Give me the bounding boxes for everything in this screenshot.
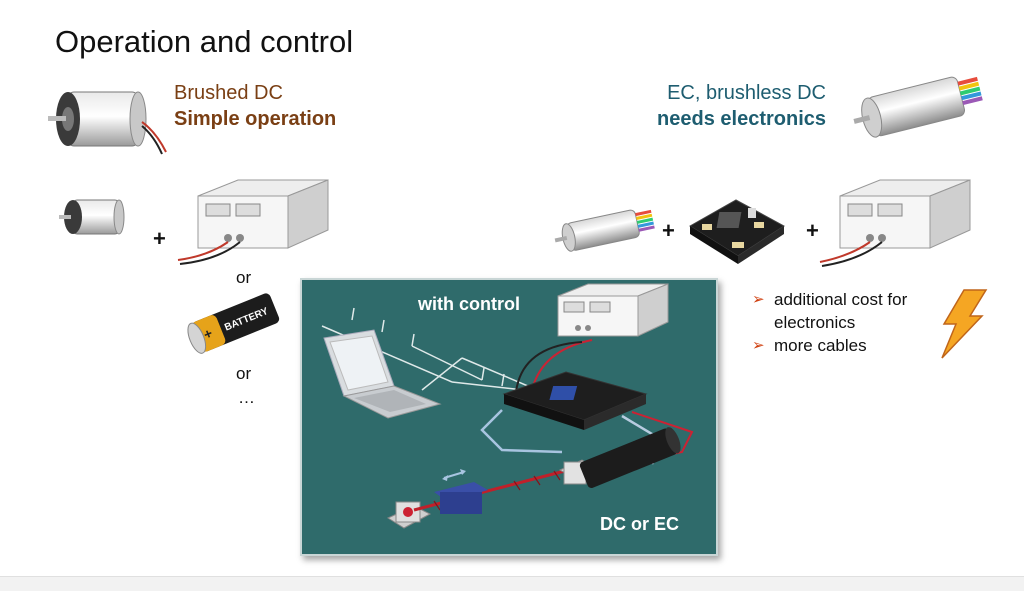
plus-sign: + [153, 226, 166, 251]
slide: Operation and control Brushed DC Simple … [48, 24, 988, 556]
battery-icon: + BATTERY [187, 293, 280, 354]
footer-band [0, 576, 1024, 591]
power-supply-icon-3 [557, 283, 669, 337]
page-title: Operation and control [55, 24, 354, 59]
power-supply-icon-2 [819, 179, 971, 267]
lightning-icon [941, 289, 988, 359]
bullet-item: ➢ more cables [752, 336, 867, 355]
ec-motor-small-icon [554, 209, 655, 252]
bullet-item: ➢ additional cost for electronics [752, 290, 908, 332]
ellipsis-text: … [238, 388, 255, 407]
bullet-list: ➢ additional cost for electronics ➢ more… [752, 288, 944, 357]
or-text-2: or [236, 364, 252, 383]
linear-actuator-icon [386, 427, 681, 529]
with-control-label: with control [418, 294, 520, 314]
plus-sign-2: + [662, 218, 675, 243]
control-diagram-panel: with control DC or EC [300, 278, 718, 556]
or-text-1: or [236, 268, 252, 287]
ec-label: EC, brushless DC [667, 82, 826, 104]
ec-note: needs electronics [657, 108, 826, 130]
brushed-dc-motor-small-icon [59, 199, 125, 235]
plus-sign-3: + [806, 218, 819, 243]
power-supply-icon [177, 179, 329, 265]
controller-icon [502, 371, 648, 430]
motor-type-label: DC or EC [600, 514, 680, 534]
controller-board-icon [689, 199, 785, 264]
arrow-bullet-icon: ➢ [752, 337, 765, 354]
brushed-dc-label: Brushed DC [174, 82, 283, 104]
laptop-icon [323, 329, 442, 419]
brushed-dc-note: Simple operation [174, 108, 337, 130]
brushed-dc-motor-icon [48, 91, 167, 155]
arrow-bullet-icon: ➢ [752, 291, 765, 308]
ec-motor-icon [853, 76, 983, 138]
